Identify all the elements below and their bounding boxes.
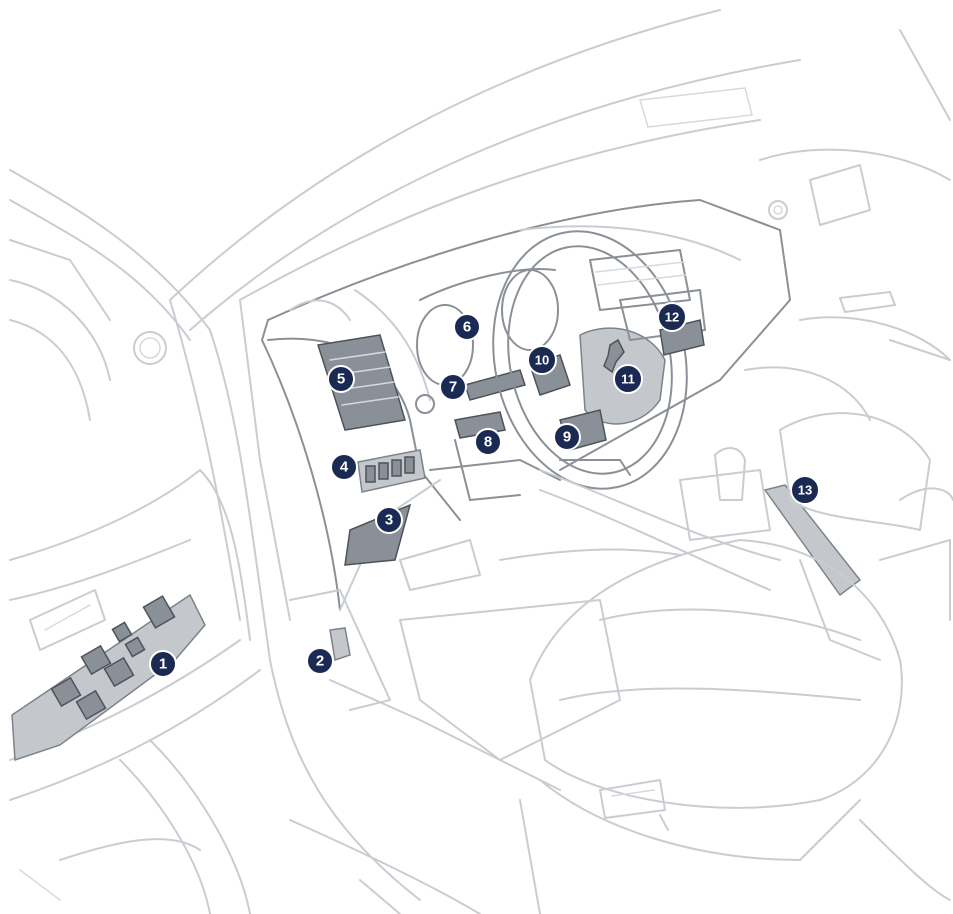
callout-13: 13 [790,475,820,505]
center-console [589,249,706,341]
callout-3: 3 [375,506,403,534]
svg-text:7: 7 [449,379,457,396]
svg-text:13: 13 [798,483,812,498]
bonnet-release-lever [289,589,391,711]
svg-text:10: 10 [535,353,549,368]
dashboard [261,199,791,611]
floor-area [289,539,681,914]
svg-text:9: 9 [563,429,571,446]
right-door-inside [744,291,951,421]
passenger-seat [779,412,953,621]
svg-text:11: 11 [621,372,635,387]
svg-text:3: 3 [385,512,393,529]
svg-text:6: 6 [463,319,471,336]
right-mirror [768,164,871,226]
dashboard-switch-bank [357,449,426,493]
driver-seat [519,539,951,914]
parking-brake-lever [763,484,881,661]
a-pillar-left [9,169,421,901]
svg-text:12: 12 [665,310,679,325]
callout-5: 5 [327,365,355,393]
door-window-switch-panel [11,593,206,762]
steering-wheel [492,230,688,490]
svg-text:2: 2 [316,653,324,670]
callout-6: 6 [453,313,481,341]
callout-7: 7 [439,373,467,401]
lighting-stalk [464,369,526,401]
callout-4: 4 [330,453,358,481]
svg-text:5: 5 [337,371,345,388]
callout-2: 2 [306,647,334,675]
svg-text:8: 8 [484,434,492,451]
callout-1: 1 [149,650,177,678]
gear-lever [539,447,781,591]
svg-text:4: 4 [340,459,349,476]
callout-9: 9 [553,423,581,451]
callout-12: 12 [657,302,687,332]
windshield-frame [169,9,951,331]
side-air-vent [317,334,435,431]
callout-8: 8 [474,428,502,456]
callout-10: 10 [527,345,557,375]
callout-11: 11 [613,364,643,394]
svg-text:1: 1 [159,656,167,673]
steering-adjust-lever [454,411,521,501]
